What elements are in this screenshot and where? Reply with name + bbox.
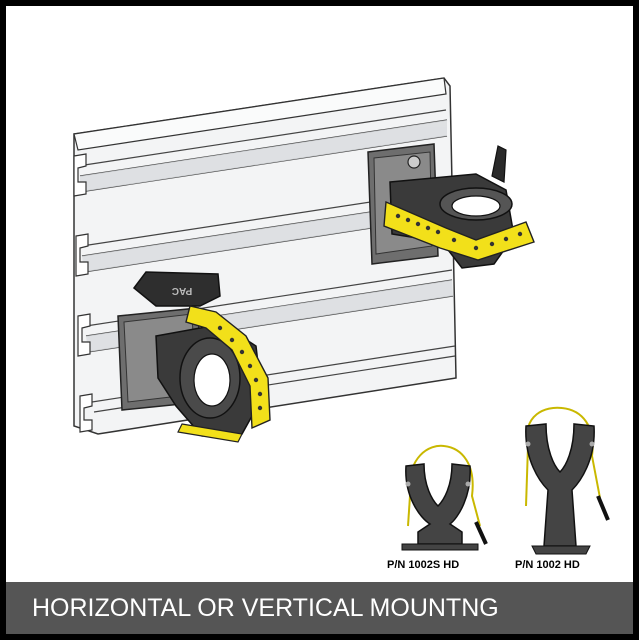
product-1002-hd-icon: [525, 406, 610, 555]
mounting-illustration: PAC: [73, 77, 610, 555]
lower-clamp: PAC: [117, 271, 271, 443]
upper-clamp: [367, 143, 535, 269]
product-1002s-hd-icon: [401, 444, 488, 551]
part-number-1002s-hd: P/N 1002S HD: [387, 559, 460, 571]
caption-bar: HORIZONTAL OR VERTICAL MOUNTNG: [6, 582, 633, 634]
clamp-mark-text: PAC: [172, 285, 192, 296]
caption-title: HORIZONTAL OR VERTICAL MOUNTNG: [32, 594, 499, 622]
part-number-1002-hd: P/N 1002 HD: [515, 559, 580, 571]
